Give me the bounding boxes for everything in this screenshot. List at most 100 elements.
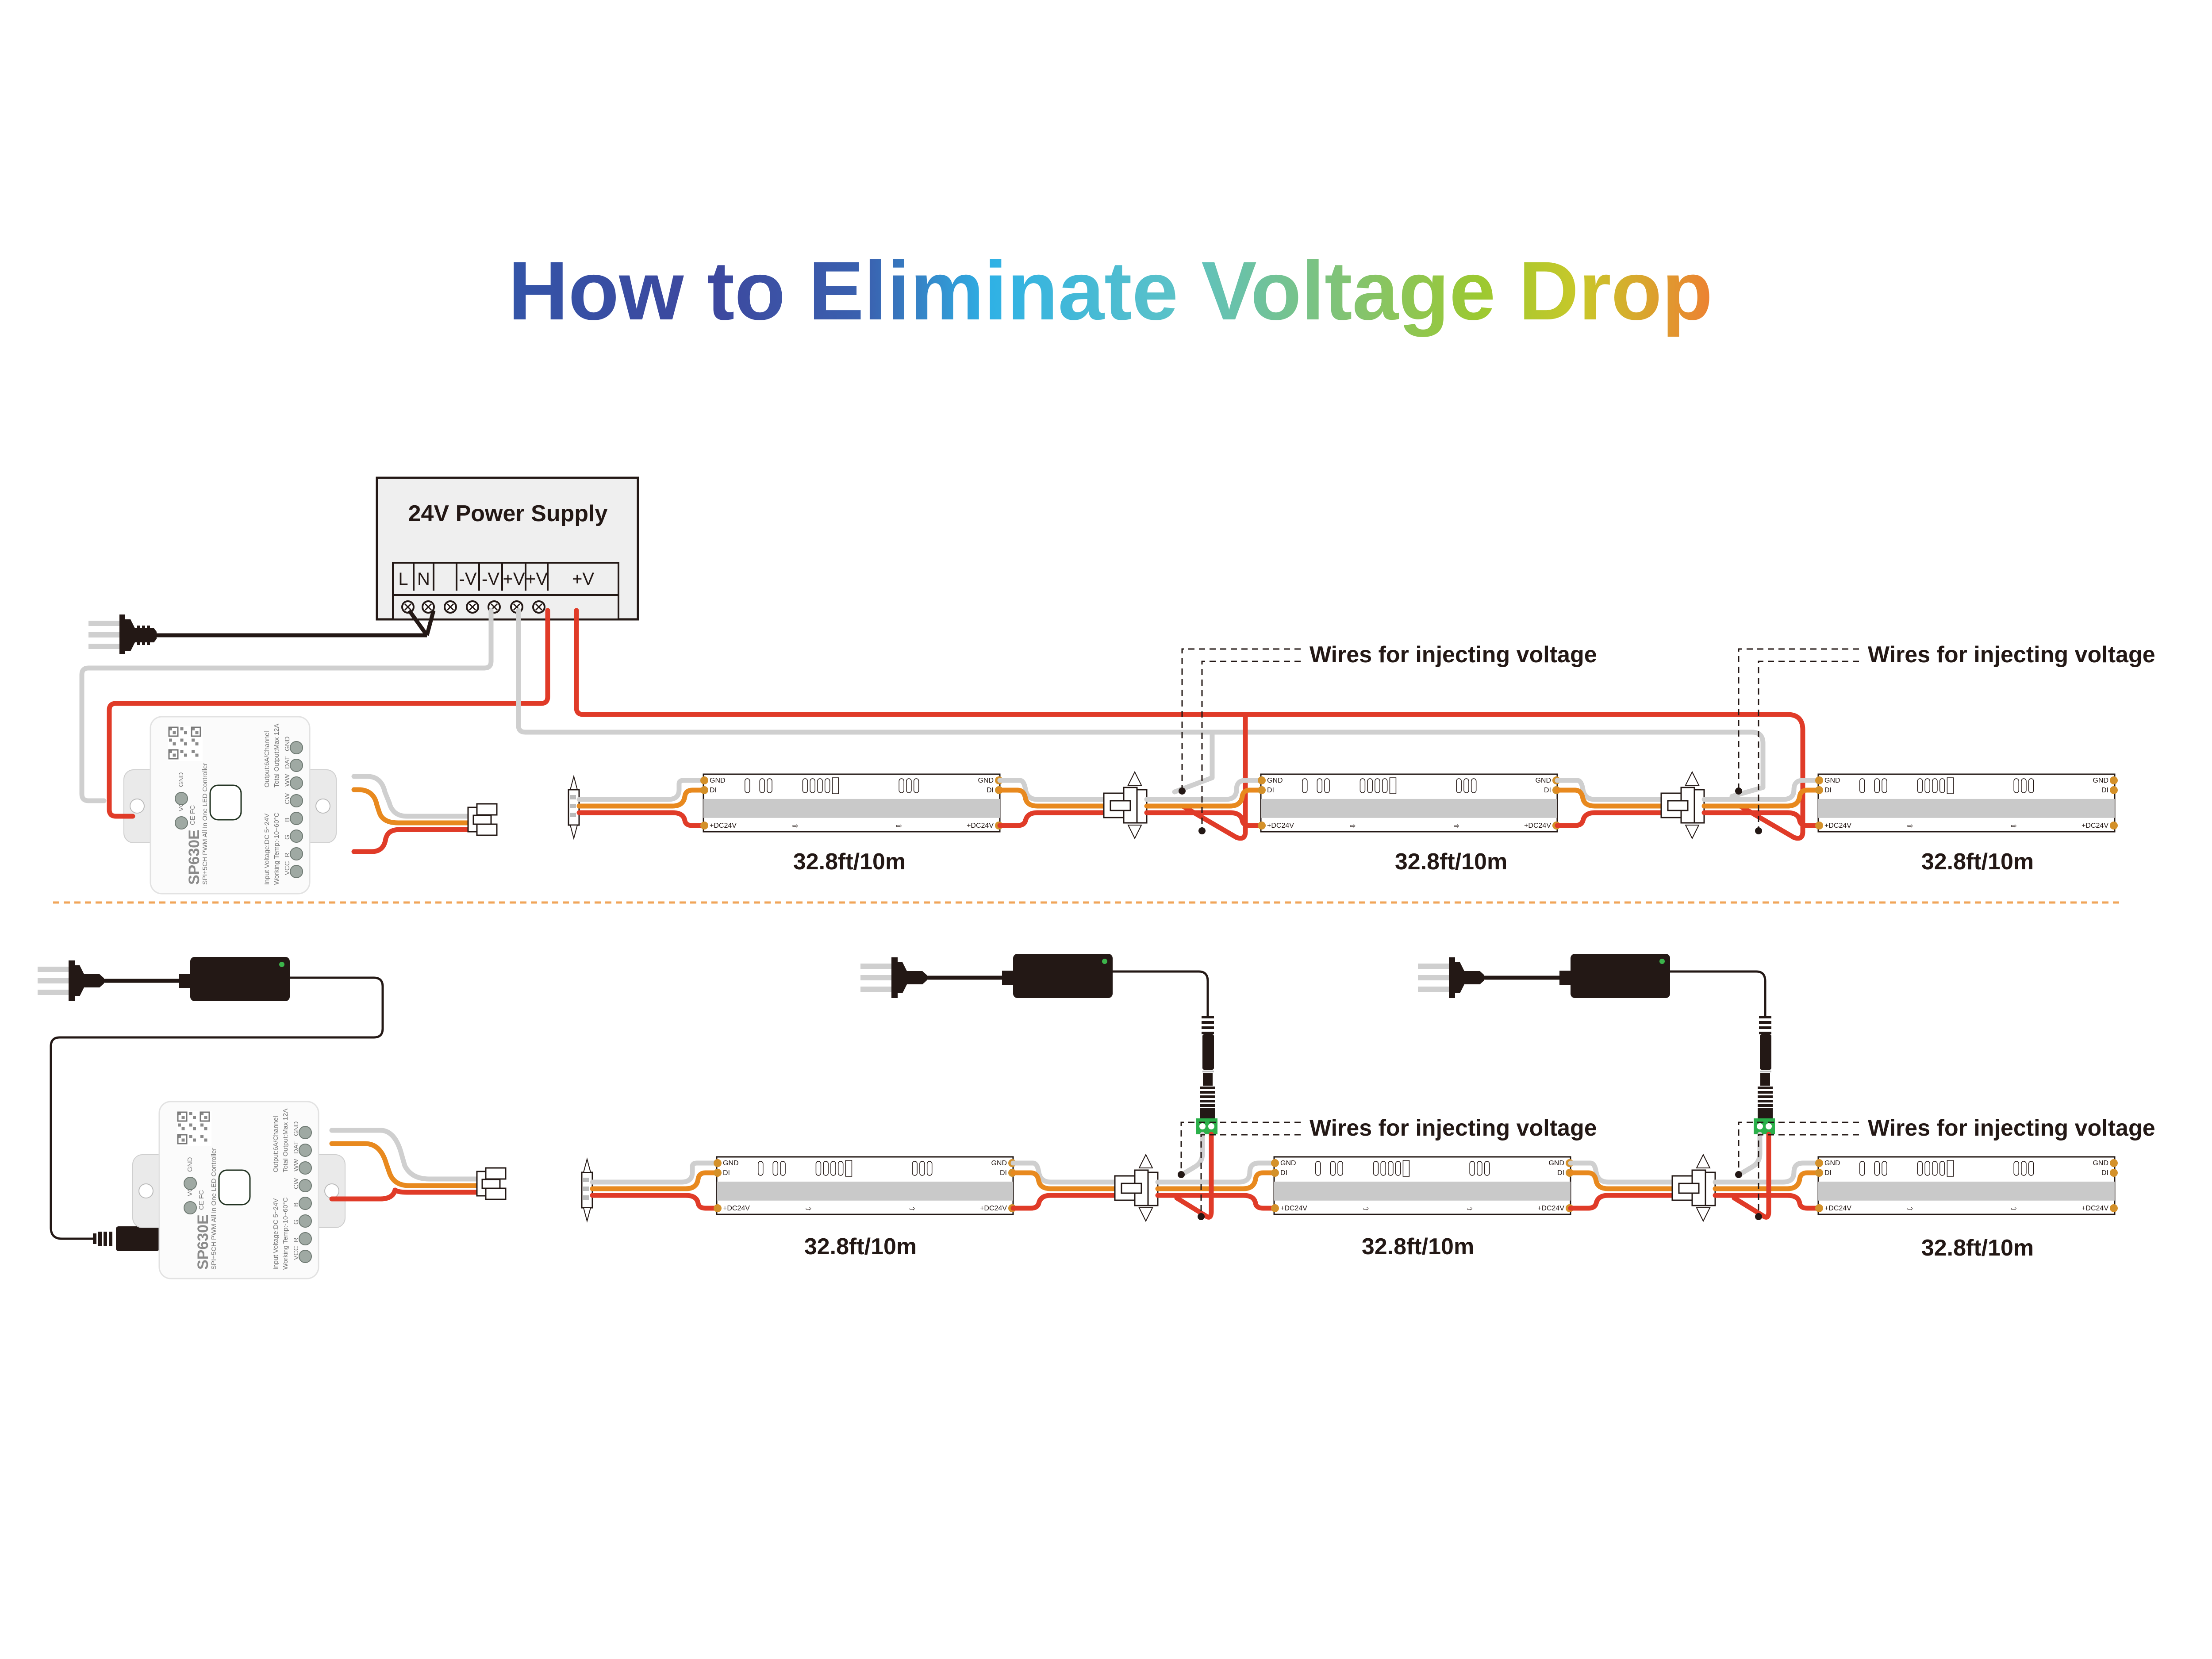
data-pad	[2110, 1169, 2118, 1177]
output-terminal	[290, 759, 303, 772]
smd-component	[1471, 778, 1477, 793]
pad-label-gnd: GND	[2093, 777, 2108, 784]
output-pin-label: DAT	[284, 756, 291, 769]
smd-component	[1302, 778, 1308, 793]
smd-component	[1924, 1161, 1930, 1176]
gnd-pad	[1815, 1159, 1823, 1167]
wire-positive	[1713, 1193, 1821, 1211]
smd-component	[1932, 1161, 1938, 1176]
wire-ground	[1155, 1160, 1277, 1185]
pad-label-di: DI	[1280, 1169, 1287, 1177]
dc-cable	[1670, 970, 1767, 1017]
smd-component	[1859, 778, 1865, 793]
jst-connector-male	[568, 775, 580, 840]
output-terminal	[299, 1250, 312, 1263]
smd-component	[2021, 1161, 2027, 1176]
gnd-pad	[1258, 776, 1266, 784]
controller-working-temp: Working Temp:-10~60°C	[282, 1197, 289, 1270]
output-terminal	[290, 794, 303, 807]
wire-positive	[1568, 1193, 1675, 1211]
input-terminal	[184, 1177, 197, 1190]
controller-working-temp: Working Temp:-10~60°C	[273, 812, 280, 885]
wire-data	[997, 787, 1106, 809]
cert-marks: CE FC	[189, 805, 196, 825]
led-indicator-icon	[279, 962, 284, 967]
pad-label-vcc: +DC24V	[1824, 1205, 1851, 1212]
jst-connector-pair	[1114, 1153, 1159, 1222]
pad-label-vcc: +DC24V	[1537, 1205, 1564, 1212]
smd-component	[1859, 1161, 1865, 1176]
output-terminal	[299, 1179, 312, 1192]
pad-label-vcc: +DC24V	[1824, 822, 1851, 830]
cert-marks: CE FC	[198, 1190, 205, 1210]
strip-length-label: 32.8ft/10m	[1921, 1235, 2034, 1261]
smd-component	[1477, 1161, 1482, 1176]
wire-positive	[1155, 1193, 1277, 1211]
strip-length-label: 32.8ft/10m	[1395, 849, 1507, 875]
smd-component	[2028, 778, 2034, 793]
strip-diffuser	[717, 1181, 1013, 1201]
controller-input-voltage: Input Voltage:DC 5~24V	[263, 814, 271, 885]
strip-diffuser	[1818, 799, 2115, 818]
smd-component	[2028, 1161, 2034, 1176]
pad-label-gnd: GND	[710, 777, 726, 784]
screw-terminal-green	[1754, 1118, 1775, 1134]
smd-component	[1382, 778, 1388, 793]
mount-hole	[130, 799, 145, 814]
callout-leader	[1738, 648, 1859, 791]
direction-arrow-icon: ⇨	[1467, 1205, 1473, 1213]
output-pin-label: B	[292, 1202, 300, 1207]
pad-label-vcc: +DC24V	[723, 1205, 750, 1212]
gnd-pad	[714, 1159, 722, 1167]
smd-component	[1337, 1161, 1343, 1176]
smd-component	[912, 1161, 918, 1176]
controller-total-output: Total Output:Max 12A	[273, 724, 280, 787]
direction-arrow-icon: ⇨	[2011, 822, 2017, 830]
smd-component	[802, 778, 808, 793]
data-pad	[700, 786, 708, 794]
controller-model: SP630E	[186, 830, 203, 885]
output-pin-label: R	[284, 853, 291, 857]
power-adapter	[860, 954, 1217, 1220]
pad-label-vcc: +DC24V	[980, 1205, 1007, 1212]
smd-component	[780, 1161, 786, 1176]
direction-arrow-icon: ⇨	[2011, 1205, 2017, 1213]
smd-component	[1330, 1161, 1336, 1176]
terminal-label: -V	[482, 569, 499, 589]
smd-component	[1367, 778, 1373, 793]
mains-plug-icon	[1418, 957, 1484, 998]
screw-terminal-green	[1196, 1118, 1217, 1134]
wire-positive	[1555, 810, 1664, 828]
output-pin-label: B	[284, 818, 291, 822]
wire-ground	[1713, 1160, 1821, 1185]
power-supply-label: 24V Power Supply	[408, 501, 608, 526]
pad-label-gnd: GND	[1280, 1160, 1296, 1167]
vcc-pad	[1815, 822, 1823, 830]
output-pin-label: VCC	[284, 861, 291, 875]
data-pad	[2110, 786, 2118, 794]
smd-component	[1882, 1161, 1887, 1176]
power-button	[209, 784, 242, 821]
strip-length-label: 32.8ft/10m	[793, 849, 906, 875]
output-terminal	[290, 776, 303, 790]
page-title: How to Eliminate Voltage Drop	[508, 244, 1713, 337]
wire-data	[1713, 1170, 1821, 1191]
smd-component	[1939, 1161, 1945, 1176]
terminal-label: L	[398, 569, 408, 589]
smd-component	[767, 778, 772, 793]
strip-diffuser	[1274, 1181, 1571, 1201]
smd-component	[899, 778, 904, 793]
controller-subtitle: SPI+5CH PWM All In One LED Controller	[201, 763, 209, 885]
power-adapter	[1418, 954, 1775, 1220]
wire-ground	[1736, 1132, 1763, 1178]
output-pin-label: G	[284, 834, 291, 840]
vcc-pad	[714, 1204, 722, 1212]
jst-connector-pair	[1660, 771, 1705, 840]
terminal-screw-icon	[422, 600, 435, 614]
smd-component	[2013, 1161, 2019, 1176]
